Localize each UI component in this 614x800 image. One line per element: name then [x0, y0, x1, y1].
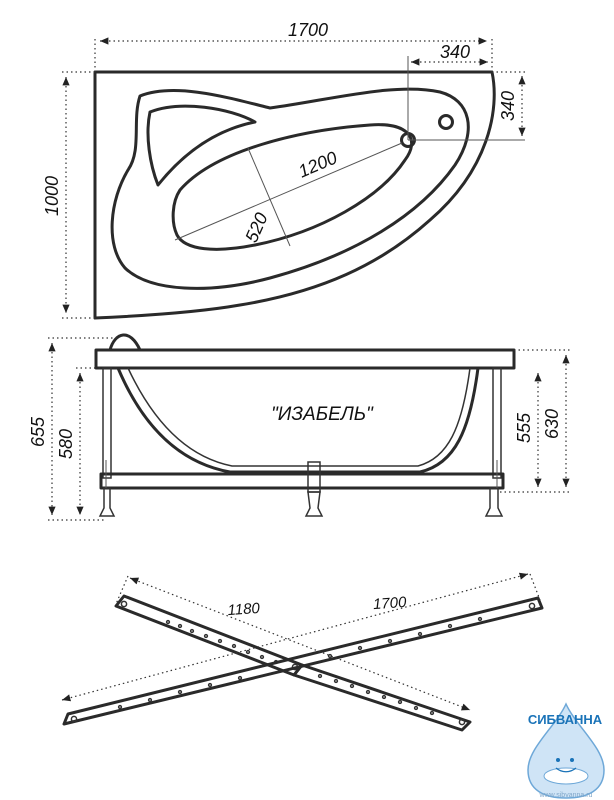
- headrest-curve: [146, 104, 257, 187]
- side-view: "ИЗАБЕЛЬ" 655 580 555 630: [28, 333, 570, 521]
- tub-basin: [171, 123, 414, 251]
- dim-height-left-outer: 655: [28, 416, 48, 447]
- dim-short-rail: 1180: [227, 600, 261, 619]
- dim-height-left-inner: 580: [56, 429, 76, 459]
- rail-long: [62, 596, 544, 726]
- dim-inner-width: 520: [241, 210, 271, 246]
- frame-rails-view: 1180 1700: [61, 572, 544, 732]
- tub-rim-line: [110, 87, 470, 290]
- brand-logo: СИБВАННА www.sibvanna.ru: [527, 702, 605, 799]
- dim-total-width: 1000: [42, 176, 62, 216]
- tub-rim: [94, 348, 516, 370]
- dim-corner-offset: 340: [440, 42, 470, 62]
- tub-outer-contour: [93, 70, 496, 320]
- dim-total-length: 1700: [288, 20, 328, 40]
- overflow-hole: [438, 114, 454, 130]
- top-view: 1700 340 340 1000 1200 520: [42, 20, 526, 320]
- brand-site: www.sibvanna.ru: [539, 792, 593, 799]
- frame-bar: [99, 472, 505, 490]
- tub-body: [116, 367, 480, 474]
- dim-corner-depth: 340: [498, 91, 518, 121]
- dim-height-right-outer: 630: [542, 409, 562, 439]
- brand-name: СИБВАННА: [528, 712, 603, 727]
- dim-height-right-inner: 555: [514, 412, 534, 443]
- adjustable-feet: [98, 460, 504, 517]
- dim-long-rail: 1700: [372, 594, 407, 613]
- model-name: "ИЗАБЕЛЬ": [271, 404, 374, 425]
- frame-leg-left: [102, 367, 112, 479]
- dim-inner-length: 1200: [295, 147, 340, 181]
